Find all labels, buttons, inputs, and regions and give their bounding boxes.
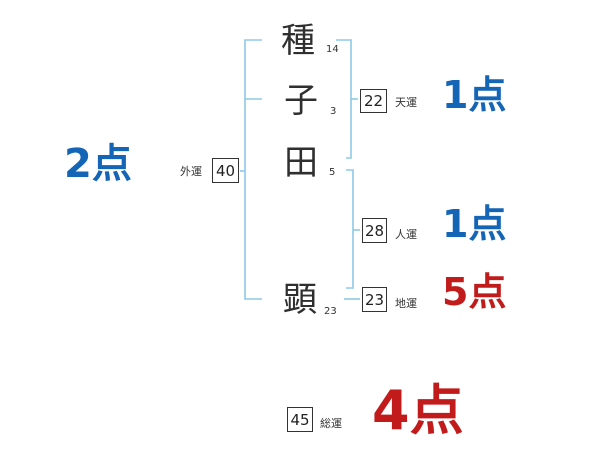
outer-luck-value: 40 — [212, 158, 239, 183]
heaven-luck-score: 1点 — [442, 73, 507, 117]
person-luck-value: 28 — [362, 218, 387, 243]
outer-luck-label: 外運 — [180, 165, 202, 178]
total-luck-score: 4点 — [372, 379, 464, 442]
stroke-count-2: 3 — [330, 106, 337, 117]
stroke-count-1: 14 — [326, 44, 339, 55]
name-char-3: 田 — [284, 143, 318, 183]
person-luck-score: 1点 — [442, 202, 507, 246]
name-char-1: 種 — [281, 21, 315, 61]
heaven-luck-value: 22 — [360, 89, 387, 113]
heaven-luck-label: 天運 — [395, 96, 417, 109]
outer-luck-bracket — [244, 39, 262, 300]
stroke-count-4: 23 — [324, 306, 337, 317]
earth-luck-score: 5点 — [442, 270, 507, 314]
stroke-count-3: 5 — [329, 167, 336, 178]
total-luck-label: 総運 — [320, 417, 342, 430]
heaven-luck-bracket — [336, 39, 352, 159]
total-luck-value: 45 — [287, 407, 313, 432]
person-luck-label: 人運 — [395, 228, 417, 241]
outer-luck-score: 2点 — [64, 141, 132, 187]
earth-luck-label: 地運 — [395, 297, 417, 310]
name-char-2: 子 — [284, 81, 318, 121]
person-luck-bracket — [346, 169, 354, 289]
earth-luck-value: 23 — [362, 287, 387, 312]
name-char-4: 顕 — [283, 280, 317, 320]
